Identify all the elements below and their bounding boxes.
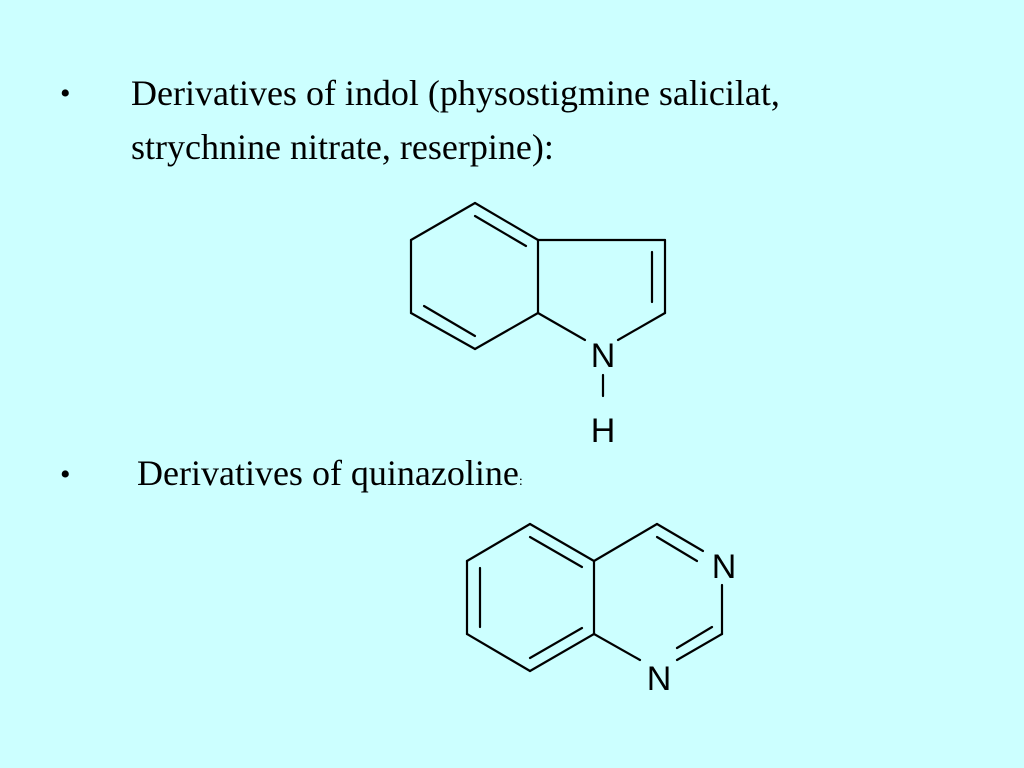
- bullet-text-main: Derivatives of quinazoline: [137, 453, 519, 493]
- quinazoline-structure: N N: [465, 522, 737, 698]
- indole-hydrogen-label: H: [591, 412, 616, 450]
- quinazoline-n3-label: N: [712, 548, 737, 586]
- indole-nitrogen-label: N: [591, 337, 616, 375]
- quinazoline-n1-label: N: [647, 660, 672, 698]
- bullet-marker: •: [60, 458, 71, 491]
- indole-structure: N H: [409, 201, 667, 450]
- bullet-text-line-2: strychnine nitrate, reserpine):: [131, 127, 554, 167]
- bullet-text-line-1: Derivatives of indol (physostigmine sali…: [131, 73, 780, 113]
- bullet-marker: •: [60, 77, 71, 110]
- bullet-text-suffix: :: [518, 474, 523, 489]
- bullet-text: Derivatives of quinazoline:: [137, 446, 523, 509]
